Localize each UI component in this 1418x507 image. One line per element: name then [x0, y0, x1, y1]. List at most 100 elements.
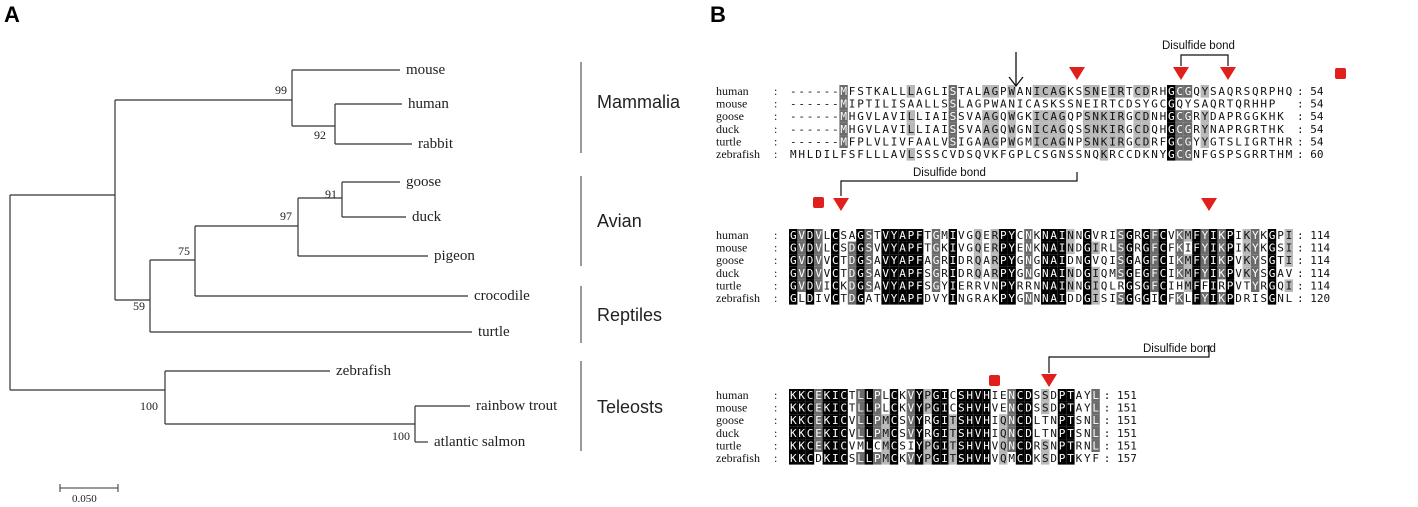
conservation-shade	[999, 414, 1008, 427]
residue: D	[807, 267, 814, 280]
disulfide-bond-label: Disulfide bond	[913, 167, 986, 179]
conservation-shade	[1057, 266, 1067, 280]
residue: A	[966, 98, 973, 111]
residue: S	[1034, 389, 1041, 402]
conservation-shade	[831, 414, 840, 427]
residue: N	[992, 279, 999, 292]
conservation-shade	[797, 266, 806, 280]
residue: P	[1227, 123, 1234, 136]
conservation-shade	[906, 254, 915, 267]
residue: L	[1034, 414, 1041, 427]
residue: H	[966, 414, 973, 427]
residue: R	[1193, 123, 1200, 136]
conservation-shade	[1041, 292, 1050, 305]
conservation-shade	[973, 401, 983, 415]
disulfide-bond-label: Disulfide bond	[1143, 343, 1216, 355]
residue: -	[807, 135, 814, 148]
conservation-shade	[1192, 292, 1201, 305]
residue: I	[992, 389, 999, 402]
residue: K	[798, 402, 805, 415]
residue: C	[840, 402, 847, 415]
sequence-end-position: : 114	[1297, 229, 1330, 242]
residue: K	[1034, 242, 1041, 255]
conservation-shade	[931, 241, 941, 255]
residue: V	[908, 414, 915, 427]
conservation-shade	[982, 389, 991, 402]
conservation-shade	[856, 266, 865, 280]
residue: Y	[941, 292, 948, 305]
conservation-shade	[797, 426, 806, 440]
sequence-end-position: : 151	[1104, 439, 1137, 452]
sequence-separator: :	[774, 451, 777, 465]
residue: T	[1269, 135, 1276, 148]
residue: G	[1126, 267, 1133, 280]
residue: C	[1042, 85, 1049, 98]
residue: G	[933, 267, 940, 280]
residue: M	[1185, 279, 1192, 292]
residue: C	[1025, 98, 1032, 111]
residue: T	[1042, 427, 1049, 440]
residue: T	[1067, 427, 1074, 440]
conservation-shade	[1083, 135, 1092, 148]
conservation-shade	[1066, 439, 1075, 452]
residue: L	[866, 427, 873, 440]
residue: A	[1218, 85, 1225, 98]
conservation-shade	[948, 439, 957, 452]
conservation-shade	[1225, 266, 1235, 280]
residue: P	[1277, 229, 1284, 242]
residue: K	[1277, 123, 1284, 136]
residue: L	[933, 98, 940, 111]
conservation-shade	[1066, 401, 1075, 415]
residue: Y	[891, 242, 898, 255]
residue: F	[849, 135, 856, 148]
conservation-shade	[831, 254, 840, 267]
residue: S	[1218, 148, 1225, 161]
residue: I	[1092, 242, 1099, 255]
residue: Y	[1160, 148, 1167, 161]
residue: C	[840, 389, 847, 402]
conservation-shade	[1041, 122, 1050, 136]
conservation-shade	[973, 241, 983, 255]
residue: G	[790, 254, 797, 267]
residue: T	[866, 85, 873, 98]
conservation-shade	[1141, 135, 1151, 148]
residue: D	[807, 292, 814, 305]
residue: N	[1092, 123, 1099, 136]
conservation-shade	[1217, 292, 1226, 305]
residue: L	[882, 148, 889, 161]
conservation-shade	[1041, 401, 1050, 415]
residue: I	[941, 110, 948, 123]
residue: L	[832, 148, 839, 161]
conservation-shade	[948, 97, 957, 111]
conservation-shade	[789, 401, 798, 415]
residue: -	[807, 123, 814, 136]
residue: Q	[975, 229, 982, 242]
residue: L	[1092, 402, 1099, 415]
residue: T	[866, 98, 873, 111]
residue: G	[1059, 85, 1066, 98]
residue: V	[824, 292, 831, 305]
conservation-shade	[1175, 241, 1184, 255]
residue: P	[1059, 427, 1066, 440]
conservation-shade	[915, 229, 924, 242]
residue: F	[840, 148, 847, 161]
residue: E	[1000, 389, 1007, 402]
conservation-shade	[814, 439, 823, 452]
conservation-shade	[982, 439, 991, 452]
residue: G	[1252, 135, 1259, 148]
residue: S	[1118, 267, 1125, 280]
residue: Y	[891, 279, 898, 292]
residue: K	[798, 439, 805, 452]
conservation-shade	[931, 401, 941, 415]
residue: G	[1126, 242, 1133, 255]
residue: E	[815, 439, 822, 452]
residue: N	[1084, 414, 1091, 427]
conservation-shade	[1099, 135, 1109, 148]
residue: P	[1076, 110, 1083, 123]
conservation-shade	[839, 135, 848, 148]
conservation-shade	[814, 241, 823, 255]
residue: G	[992, 135, 999, 148]
conservation-shade	[999, 452, 1008, 465]
conservation-shade	[906, 414, 915, 427]
residue: L	[882, 402, 889, 415]
